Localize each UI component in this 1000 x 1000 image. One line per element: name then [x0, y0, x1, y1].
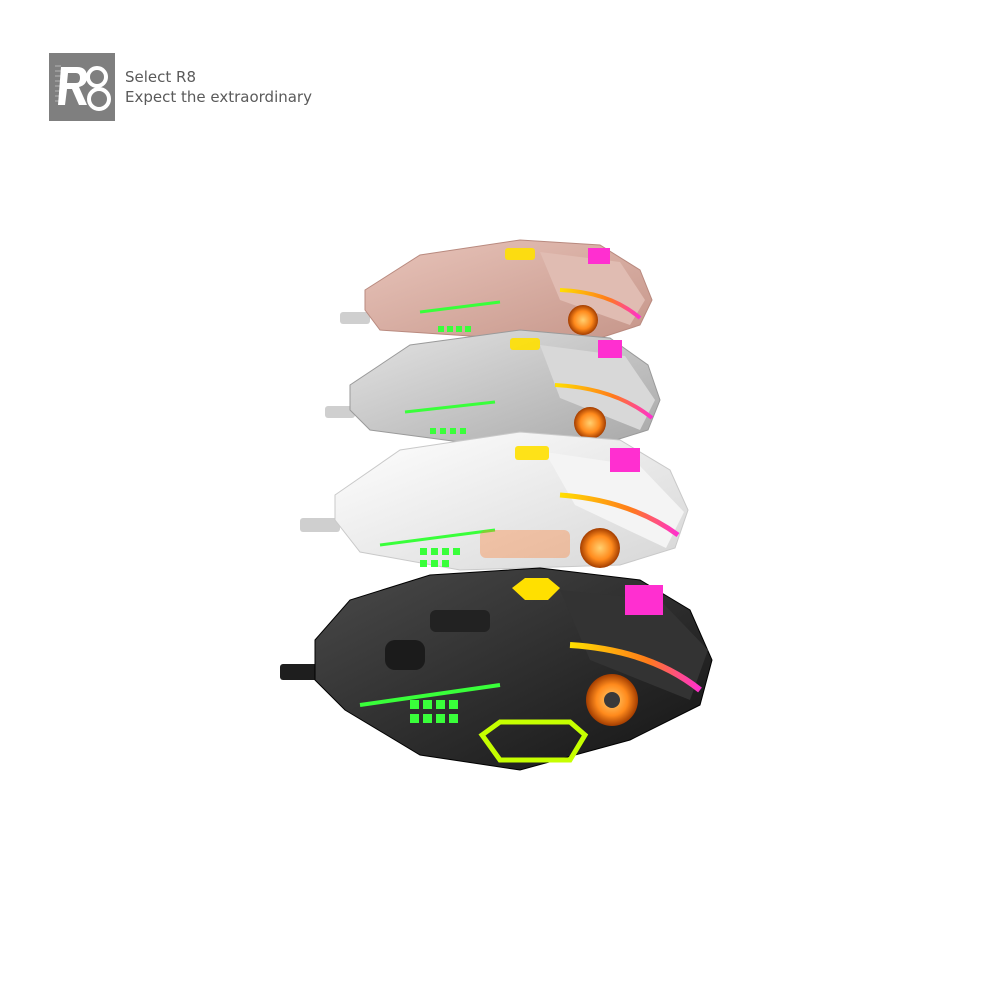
- mouse-rose-gold: [170, 239, 653, 339]
- tagline-line-2: Expect the extraordinary: [125, 88, 312, 106]
- brand-block: Select R8 Expect the extraordinary: [49, 53, 312, 121]
- mouse-white: [150, 431, 689, 571]
- tagline-line-1: Select R8: [125, 68, 197, 86]
- r8-logo: [49, 53, 115, 121]
- mouse-silver: [160, 329, 661, 446]
- mouse-black: [120, 567, 713, 771]
- tagline: Select R8 Expect the extraordinary: [125, 67, 312, 107]
